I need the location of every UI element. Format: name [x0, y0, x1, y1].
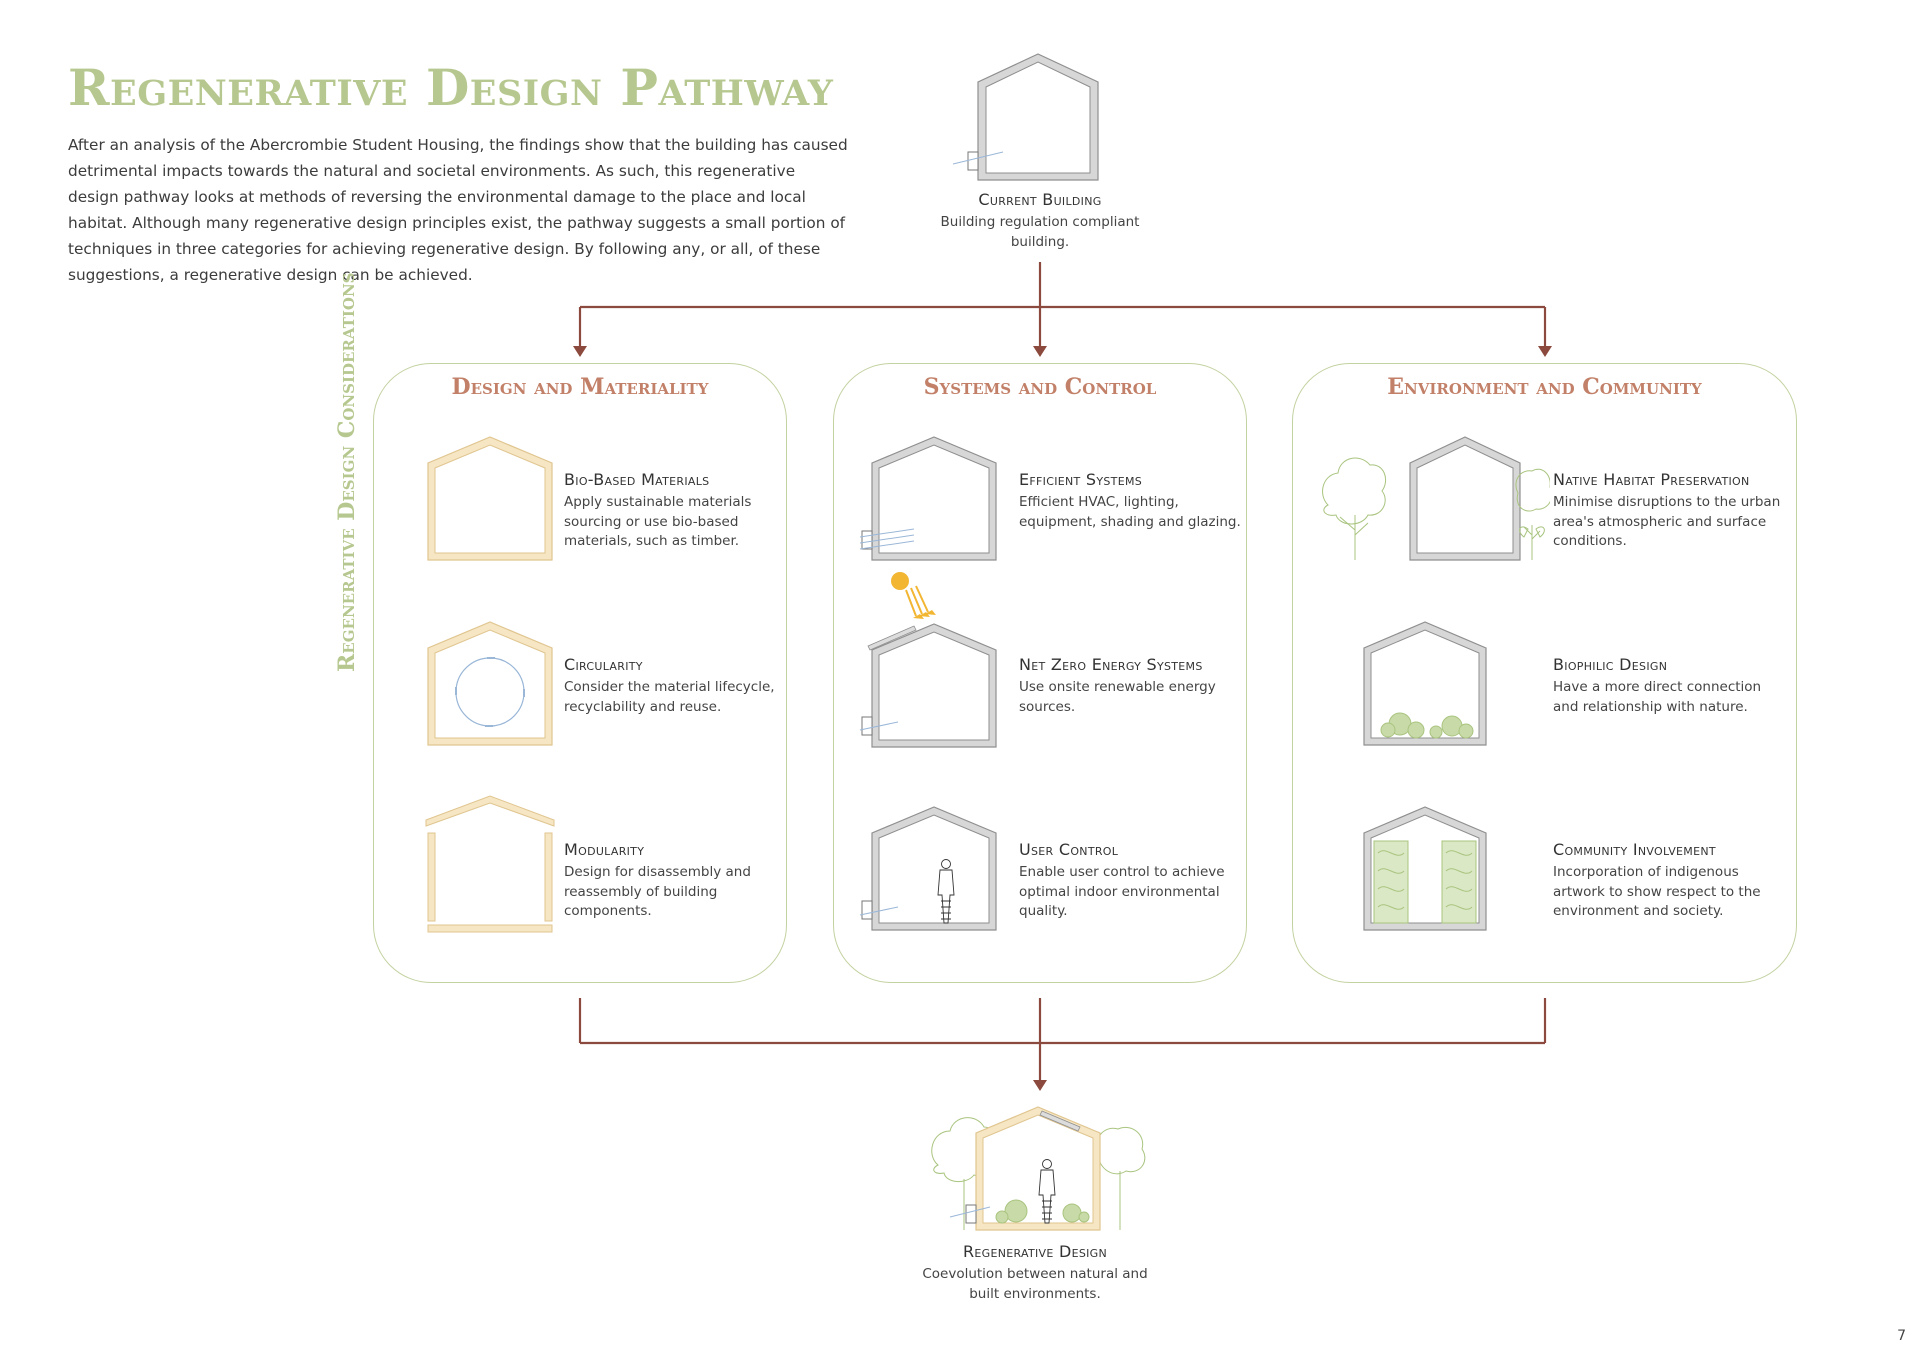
item-circularity: Circularity Consider the material lifecy… — [564, 655, 804, 717]
item-desc: Design for disassembly and reassembly of… — [564, 864, 751, 919]
panel-systems-control: Systems and Control — [833, 363, 1247, 983]
net-zero-energy-icon — [859, 572, 997, 748]
panel-title-environment: Environment and Community — [1387, 374, 1702, 400]
tree-left — [1322, 457, 1386, 560]
item-desc: Incorporation of indigenous artwork to s… — [1553, 864, 1761, 919]
item-title: Circularity — [564, 655, 643, 674]
regenerative-design-icon — [931, 1106, 1146, 1231]
item-title: Efficient Systems — [1019, 470, 1143, 489]
item-title: Modularity — [564, 840, 645, 859]
page-title: Regenerative Design Pathway — [68, 58, 834, 117]
item-desc: Use onsite renewable energy sources. — [1019, 679, 1216, 715]
item-desc: Enable user control to achieve optimal i… — [1019, 864, 1225, 919]
regenerative-design-caption: Regenerative Design Coevolution between … — [915, 1242, 1155, 1304]
panel-environment-community: Environment and Community — [1292, 363, 1797, 983]
panel-design-materiality: Design and Materiality — [373, 363, 787, 983]
native-habitat-icon — [1322, 436, 1550, 561]
intro-paragraph: After an analysis of the Abercrombie Stu… — [68, 136, 848, 284]
page-number: 7 — [1897, 1328, 1906, 1344]
item-bio-based: Bio-Based Materials Apply sustainable ma… — [564, 470, 804, 552]
item-desc: Apply sustainable materials sourcing or … — [564, 494, 752, 549]
item-desc: Efficient HVAC, lighting, equipment, sha… — [1019, 494, 1241, 530]
regenerative-design-desc: Coevolution between natural and built en… — [922, 1266, 1148, 1302]
item-user-control: User Control Enable user control to achi… — [1019, 840, 1259, 922]
item-title: Native Habitat Preservation — [1553, 470, 1750, 489]
panel-title-systems: Systems and Control — [923, 374, 1157, 400]
item-native-habitat: Native Habitat Preservation Minimise dis… — [1553, 470, 1783, 552]
biophilic-design-icon — [1363, 621, 1487, 746]
community-involvement-icon — [1363, 806, 1487, 931]
tree-right — [1515, 468, 1550, 560]
item-desc: Have a more direct connection and relati… — [1553, 679, 1762, 715]
considerations-label: Regenerative Design Considerations — [334, 272, 360, 673]
user-control-icon — [859, 806, 997, 931]
modularity-icon — [425, 795, 555, 933]
efficient-systems-icon — [859, 436, 997, 561]
current-building-desc: Building regulation compliant building. — [940, 214, 1140, 250]
person-figure — [937, 859, 955, 924]
item-desc: Minimise disruptions to the urban area's… — [1553, 494, 1781, 549]
regenerative-design-title: Regenerative Design — [962, 1242, 1108, 1261]
planting — [1380, 712, 1474, 739]
item-desc: Consider the material lifecycle, recycla… — [564, 679, 775, 715]
current-building-title: Current Building — [978, 190, 1102, 209]
bio-based-materials-icon — [427, 436, 553, 561]
item-title: Bio-Based Materials — [564, 470, 710, 489]
panel-title-design: Design and Materiality — [451, 374, 709, 400]
circularity-icon — [427, 621, 553, 746]
current-building-icon — [952, 53, 1099, 181]
item-net-zero: Net Zero Energy Systems Use onsite renew… — [1019, 655, 1259, 717]
item-community: Community Involvement Incorporation of i… — [1553, 840, 1783, 922]
item-title: Net Zero Energy Systems — [1019, 655, 1203, 674]
item-modularity: Modularity Design for disassembly and re… — [564, 840, 804, 922]
item-title: User Control — [1019, 840, 1119, 859]
current-building-caption: Current Building Building regulation com… — [920, 190, 1160, 252]
item-biophilic: Biophilic Design Have a more direct conn… — [1553, 655, 1783, 717]
item-title: Community Involvement — [1553, 840, 1716, 859]
item-efficient-systems: Efficient Systems Efficient HVAC, lighti… — [1019, 470, 1259, 532]
item-title: Biophilic Design — [1553, 655, 1668, 674]
